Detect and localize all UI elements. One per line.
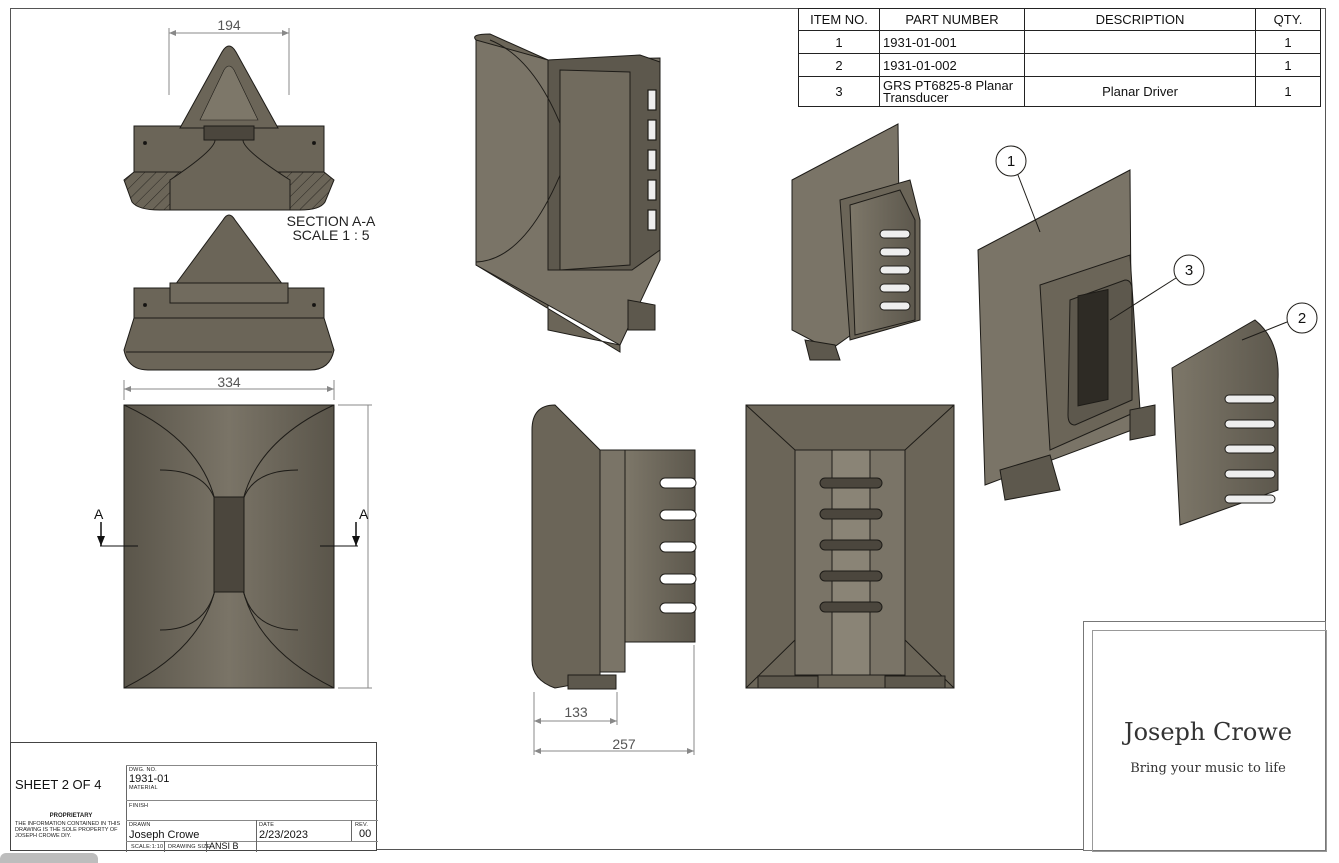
date-label: DATE [259, 822, 275, 828]
bom-header-item: ITEM NO. [798, 8, 880, 31]
bom-header-part: PART NUMBER [879, 8, 1025, 31]
bom-description [1024, 53, 1256, 77]
logo-tagline: Bring your music to life [1130, 761, 1286, 776]
bom-row: 3 GRS PT6825-8 Planar Transducer Planar … [798, 76, 1321, 107]
bom-description: Planar Driver [1024, 76, 1256, 107]
bom-row: 2 1931-01-002 1 [798, 53, 1321, 77]
sheet-number: SHEET 2 OF 4 [15, 777, 102, 792]
bom-item: 1 [798, 30, 880, 54]
title-block: SHEET 2 OF 4 PROPRIETARY THE INFORMATION… [10, 742, 378, 852]
bom-part: GRS PT6825-8 Planar Transducer [879, 76, 1025, 107]
exploded-view [977, 145, 1318, 526]
bom-description [1024, 30, 1256, 54]
drawing-size: ANSI B [209, 841, 239, 851]
bom-header-description: DESCRIPTION [1024, 8, 1256, 31]
plan-view [97, 380, 372, 689]
rev-label: REV. [355, 822, 369, 828]
bom-header-qty: QTY. [1255, 8, 1321, 31]
dwg-no-label: DWG. NO. [129, 767, 157, 773]
bom-row: 1 1931-01-001 1 [798, 30, 1321, 54]
material-label: MATERIAL [129, 785, 158, 791]
bom-header-row: ITEM NO. PART NUMBER DESCRIPTION QTY. [798, 8, 1321, 31]
front-elevation-view [123, 214, 335, 371]
proprietary-title: PROPRIETARY [49, 813, 93, 819]
logo-name: Joseph Crowe [1123, 718, 1293, 746]
proprietary-text: THE INFORMATION CONTAINED IN THIS DRAWIN… [15, 821, 121, 839]
sheet-tab[interactable] [0, 853, 98, 863]
scale-label: SCALE:1:10 [131, 844, 164, 850]
date: 2/23/2023 [259, 829, 308, 841]
bom-part: 1931-01-002 [879, 53, 1025, 77]
logo-frame [1083, 621, 1327, 852]
side-view [531, 404, 697, 755]
bom-qty: 1 [1255, 76, 1321, 107]
dwg-no: 1931-01 [129, 773, 170, 785]
rev: 00 [359, 828, 372, 840]
bom-part: 1931-01-001 [879, 30, 1025, 54]
bill-of-materials: ITEM NO. PART NUMBER DESCRIPTION QTY. 1 … [798, 8, 1321, 107]
isometric-view-assembly [474, 33, 661, 353]
section-view-a-a [123, 28, 335, 211]
bom-qty: 1 [1255, 53, 1321, 77]
finish-label: FINISH [129, 803, 149, 809]
rear-view [745, 404, 955, 689]
bom-item: 2 [798, 53, 880, 77]
section-title: SECTION A-A [286, 213, 376, 229]
drawing-sheet-border [10, 8, 1326, 850]
section-label: SECTION A-A SCALE 1 : 5 [276, 214, 386, 242]
drawn-label: DRAWN [129, 822, 151, 828]
drawn-by: Joseph Crowe [129, 829, 200, 841]
section-scale: SCALE 1 : 5 [292, 227, 370, 243]
proprietary-notice: PROPRIETARY THE INFORMATION CONTAINED IN… [15, 813, 127, 839]
bom-qty: 1 [1255, 30, 1321, 54]
size-label: DRAWING SIZE [168, 844, 211, 850]
isometric-view-part-2 [791, 123, 921, 361]
bom-item: 3 [798, 76, 880, 107]
